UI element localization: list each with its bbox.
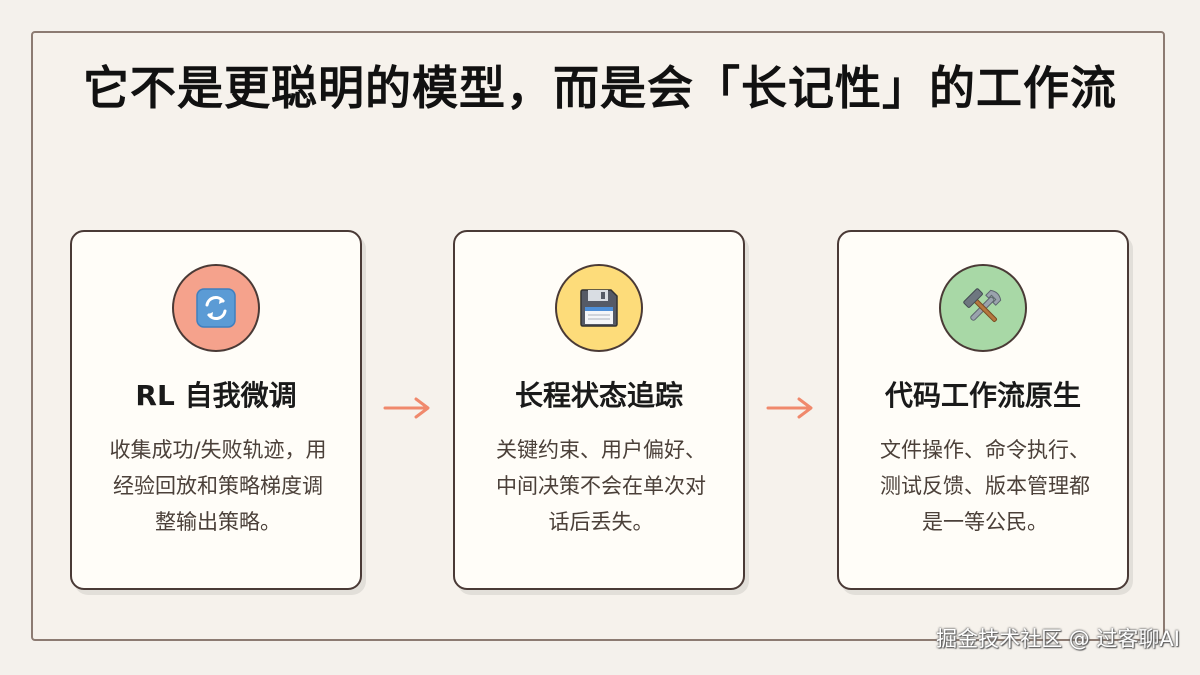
right-arrow-icon — [383, 397, 430, 419]
card-code-workflow: 代码工作流原生 文件操作、命令执行、测试反馈、版本管理都是一等公民。 — [837, 230, 1129, 590]
right-arrow-icon — [766, 397, 813, 419]
page-title: 它不是更聪明的模型，而是会「长记性」的工作流 — [83, 61, 1117, 115]
card-title: RL 自我微调 — [135, 379, 297, 412]
floppy-disk-icon — [580, 289, 618, 327]
card-title: 代码工作流原生 — [884, 379, 1081, 412]
card-title: 长程状态追踪 — [514, 379, 683, 412]
hammer-wrench-icon — [963, 288, 1002, 323]
card-icon-circle — [939, 264, 1027, 352]
card-state-tracking: 长程状态追踪 关键约束、用户偏好、中间决策不会在单次对话后丢失。 — [453, 230, 745, 590]
card-description: 关键约束、用户偏好、中间决策不会在单次对话后丢失。 — [496, 438, 706, 534]
card-description: 文件操作、命令执行、测试反馈、版本管理都是一等公民。 — [880, 438, 1090, 534]
card-description: 收集成功/失败轨迹，用经验回放和策略梯度调整输出策略。 — [109, 438, 327, 534]
card-rl-finetune: RL 自我微调 收集成功/失败轨迹，用经验回放和策略梯度调整输出策略。 — [70, 230, 362, 590]
arrows-cycle-icon — [196, 288, 236, 328]
card-icon-circle — [555, 264, 643, 352]
card-icon-circle — [172, 264, 260, 352]
watermark: 掘金技术社区 @ 过客聊AI — [936, 627, 1180, 651]
